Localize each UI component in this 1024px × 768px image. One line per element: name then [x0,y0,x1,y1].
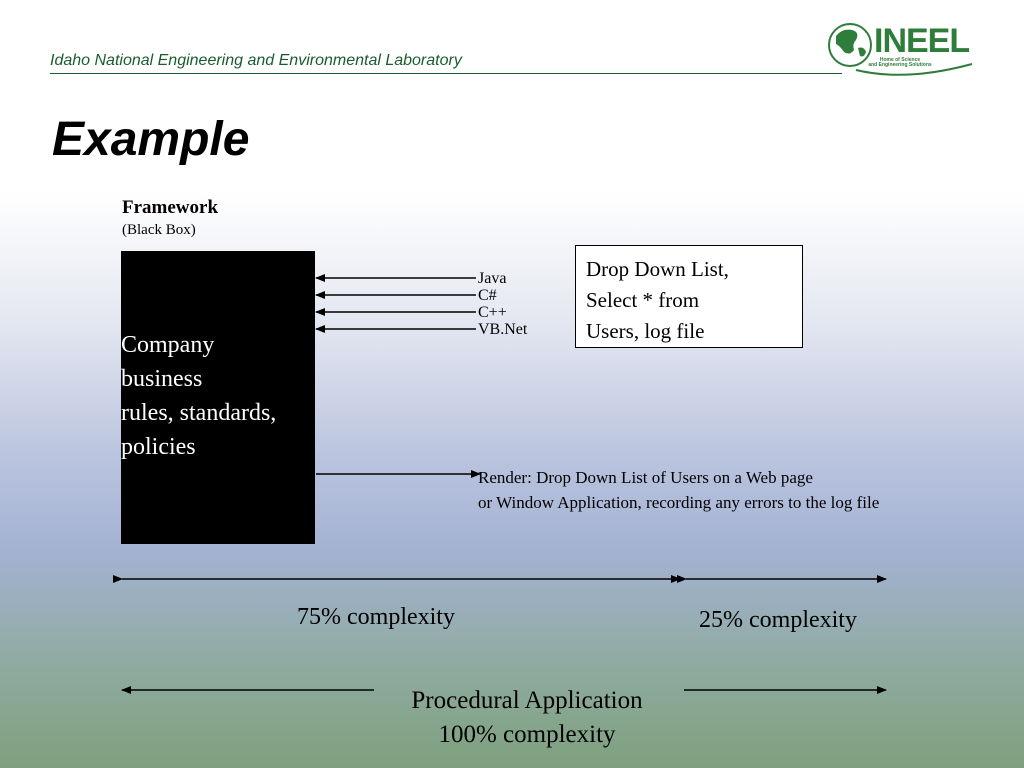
framework-black-box [121,251,315,544]
procedural-application-label: Procedural Application 100% complexity [411,684,642,752]
dropdown-line: Drop Down List, [586,257,729,281]
render-line: Render: Drop Down List of Users on a Web… [478,468,813,487]
box-line: Company [121,332,215,358]
box-line: rules, standards, [121,400,277,426]
language-cpp: C++ [478,304,507,321]
ineel-logo: INEEL Home of Science and Engineering So… [826,20,976,78]
dropdown-line: Select * from [586,288,700,312]
complexity-75-label: 75% complexity [297,604,455,630]
globe-icon [828,23,872,67]
render-line: or Window Application, recording any err… [478,492,880,512]
slide-title: Example [52,113,250,166]
logo-tagline-line1: Home of Science [879,57,921,63]
complexity-25-label: 25% complexity [699,607,857,633]
logo-wordmark: INEEL [874,22,970,60]
box-line: policies [121,434,196,460]
organization-name: Idaho National Engineering and Environme… [50,52,462,69]
language-vbnet: VB.Net [478,321,528,338]
procedural-line2: 100% complexity [438,721,616,748]
framework-sublabel: (Black Box) [122,222,196,238]
header-divider [50,73,842,74]
procedural-line1: Procedural Application [411,687,643,714]
dropdown-callout-box: Drop Down List, Select * from Users, log… [575,245,803,348]
logo-tagline-line2: and Engineering Solutions [868,62,932,68]
language-csharp: C# [478,287,497,304]
language-java: Java [478,270,507,287]
black-box-text: Company business rules, standards, polic… [121,328,331,464]
logo-swoosh [855,63,973,76]
render-description: Render: Drop Down List of Users on a Web… [478,466,879,515]
logo-tagline: Home of Science and Engineering Solution… [850,58,950,68]
box-line: business [121,366,203,392]
framework-label: Framework [122,197,219,218]
dropdown-line: Users, log file [586,319,705,343]
